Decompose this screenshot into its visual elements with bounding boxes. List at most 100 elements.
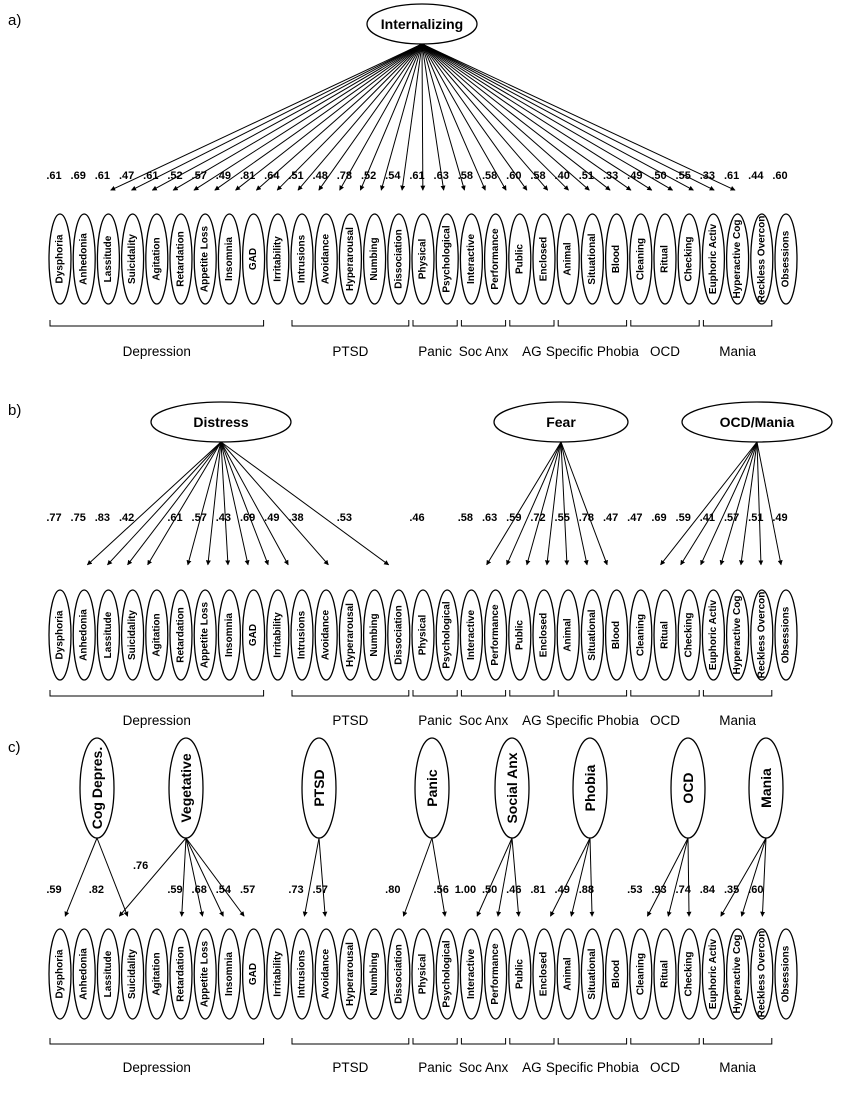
group-depression: Depression [49, 690, 265, 728]
indicator-anhedonia: Anhedonia [72, 928, 96, 1020]
indicator-label: Intrusions [297, 949, 308, 998]
indicator-ellipse [120, 213, 145, 305]
loading-label: .35 [724, 884, 739, 896]
path-arrow [380, 43, 423, 191]
group-label: Panic [418, 1060, 452, 1075]
indicator-anhedonia: Anhedonia [72, 589, 96, 681]
indicator-hyperactive-cog: Hyperactive Cog [725, 928, 750, 1020]
indicator-enclosed: Enclosed [532, 928, 556, 1020]
indicator-ellipse [217, 928, 242, 1020]
path-arrow [127, 441, 222, 566]
path-arrow [560, 441, 570, 566]
indicator-ellipse [169, 589, 193, 681]
group-label: AG [522, 713, 542, 728]
indicator-ellipse [72, 928, 96, 1020]
indicator-label: Dysphoria [55, 234, 66, 283]
path-arrow [420, 43, 426, 191]
indicator-ellipse [48, 213, 72, 305]
indicator-appetite-loss: Appetite Loss [193, 213, 217, 305]
group-bracket [557, 1038, 628, 1045]
group-ptsd: PTSD [291, 690, 410, 728]
indicator-label: Obsessions [781, 945, 792, 1002]
indicator-ellipse [701, 213, 726, 305]
indicator-physical: Physical [411, 589, 435, 681]
indicator-label: Hyperarousal [345, 603, 356, 667]
group-label: OCD [650, 713, 680, 728]
path-arrow [756, 441, 764, 566]
path-arrow [560, 441, 608, 566]
indicator-label: Obsessions [781, 230, 792, 287]
loading-label: .81 [240, 170, 255, 182]
loading-label: .93 [651, 884, 666, 896]
group-label: Specific Phobia [546, 713, 640, 728]
indicator-ellipse [725, 589, 750, 681]
indicator-ellipse [314, 213, 338, 305]
path-arrow [421, 43, 528, 191]
indicator-label: Avoidance [321, 233, 332, 284]
indicator-label: Interactive [466, 610, 477, 660]
path-arrow [421, 43, 590, 191]
indicator-ellipse [96, 928, 121, 1020]
indicator-label: Anhedonia [79, 948, 90, 1000]
indicator-ellipse [701, 928, 726, 1020]
group-ocd: OCD [630, 1038, 700, 1075]
group-panic: Panic [412, 690, 458, 728]
group-label: Panic [418, 344, 452, 359]
group-label: OCD [650, 344, 680, 359]
path-arrow [220, 441, 231, 566]
loading-label: .63 [482, 512, 497, 524]
path-arrow [421, 43, 715, 191]
indicator-reckless-overcon: Reckless Overcon [750, 928, 774, 1020]
indicator-public: Public [508, 928, 532, 1020]
indicator-ellipse [193, 589, 217, 681]
factor-ellipse [301, 737, 337, 839]
indicator-ellipse [556, 589, 580, 681]
indicator-ellipse [120, 589, 145, 681]
indicator-ellipse [411, 928, 435, 1020]
loading-label: .57 [724, 512, 739, 524]
indicator-numbing: Numbing [362, 589, 387, 681]
indicator-ellipse [459, 928, 484, 1020]
group-bracket [291, 320, 410, 327]
indicator-agitation: Agitation [145, 928, 169, 1020]
indicator-label: Psychological [442, 601, 453, 668]
indicator-dysphoria: Dysphoria [48, 213, 72, 305]
indicator-public: Public [508, 213, 532, 305]
group-label: Mania [719, 344, 756, 359]
indicator-public: Public [508, 589, 532, 681]
path-arrow [421, 43, 569, 191]
loading-label: .52 [361, 170, 376, 182]
indicator-ellipse [362, 213, 387, 305]
indicator-ellipse [532, 928, 556, 1020]
indicator-label: Retardation [176, 946, 187, 1002]
group-label: OCD [650, 1060, 680, 1075]
indicator-ellipse [241, 213, 266, 305]
indicator-appetite-loss: Appetite Loss [193, 928, 217, 1020]
indicator-ellipse [387, 213, 411, 305]
group-label: PTSD [332, 1060, 368, 1075]
factor-label: PTSD [311, 769, 327, 806]
indicator-ellipse [387, 589, 411, 681]
loading-label: .76 [133, 860, 148, 872]
indicator-ellipse [72, 589, 96, 681]
indicator-numbing: Numbing [362, 928, 387, 1020]
group-bracket [557, 690, 628, 697]
indicator-situational: Situational [580, 589, 605, 681]
path-arrow [214, 43, 423, 191]
path-arrow [719, 441, 758, 566]
indicator-lassitude: Lassitude [96, 928, 121, 1020]
indicator-label: Insomnia [224, 237, 235, 281]
panel-label: c) [8, 739, 21, 756]
loading-label: .72 [530, 512, 545, 524]
indicator-label: Animal [563, 242, 574, 276]
group-bracket [49, 1038, 265, 1045]
loading-label: .51 [579, 170, 594, 182]
panel-label: b) [8, 402, 21, 419]
path-arrow [760, 837, 767, 917]
path-arrow [87, 441, 222, 566]
indicator-label: Hyperarousal [345, 227, 356, 291]
indicator-ellipse [266, 589, 290, 681]
indicator-label: Blood [611, 245, 622, 273]
